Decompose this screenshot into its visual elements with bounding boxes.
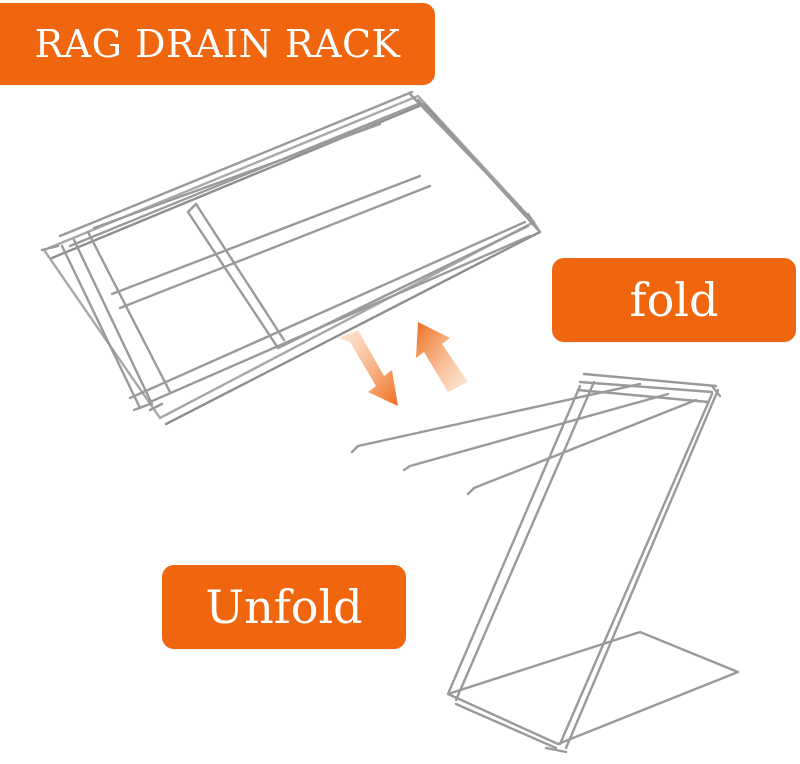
title-text: RAG DRAIN RACK [34, 22, 401, 66]
arrow-down-icon [338, 330, 398, 406]
fold-arrows [338, 322, 468, 406]
arrow-up-icon [416, 322, 468, 392]
fold-label: fold [552, 258, 796, 342]
title-label: RAG DRAIN RACK [0, 3, 435, 85]
folded-rack [40, 90, 542, 426]
fold-text: fold [629, 273, 719, 327]
unfolded-rack [350, 372, 740, 754]
unfold-text: Unfold [205, 580, 363, 634]
unfold-label: Unfold [162, 565, 406, 649]
